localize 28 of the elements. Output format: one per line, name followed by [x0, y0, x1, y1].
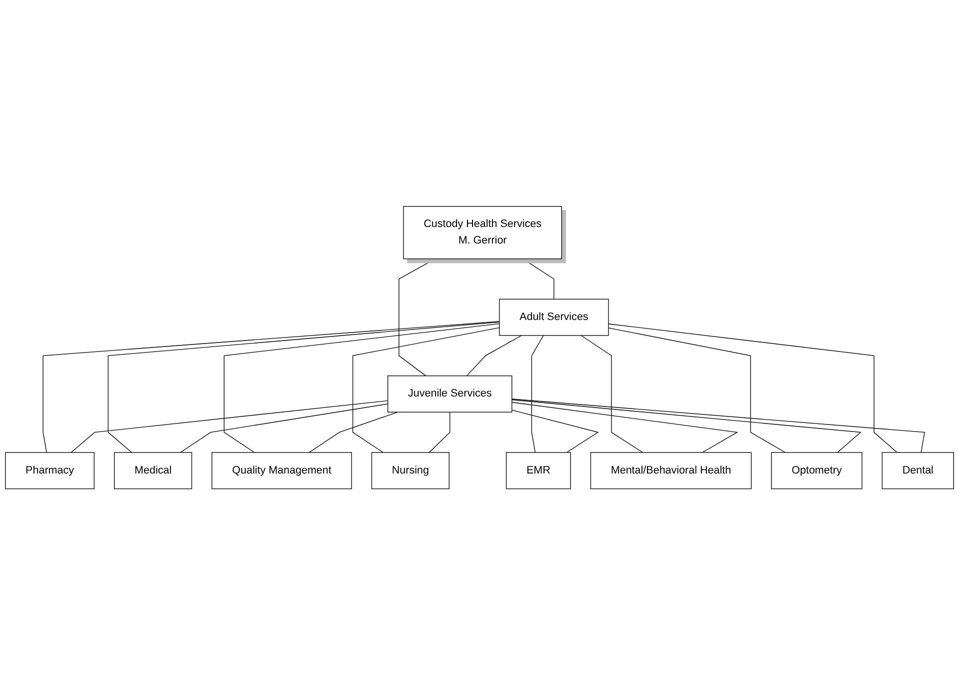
connector — [398, 258, 436, 377]
node-box: Mental/Behavioral Health — [590, 452, 752, 490]
connector — [466, 336, 522, 377]
node-box: EMR — [506, 452, 571, 490]
connector — [608, 328, 786, 454]
connector — [70, 400, 388, 454]
node-box: Quality Management — [212, 452, 352, 490]
node-box: Optometry — [771, 452, 862, 490]
connector — [531, 336, 544, 454]
connector — [512, 402, 738, 454]
connector — [308, 412, 398, 454]
node-box: Nursing — [371, 452, 450, 490]
node-box: Custody Health Services M. Gerrior — [403, 206, 562, 260]
connector — [580, 336, 644, 454]
connector — [608, 324, 898, 454]
connector — [522, 258, 554, 300]
node-box: Juvenile Services — [388, 376, 512, 413]
node-box: Dental — [882, 452, 954, 490]
connector — [180, 404, 388, 454]
node-box: Pharmacy — [5, 452, 94, 490]
connector — [512, 399, 925, 454]
connector — [512, 400, 862, 454]
node-box: Adult Services — [499, 299, 609, 336]
connector — [352, 328, 500, 454]
connector — [224, 324, 500, 454]
connector — [512, 410, 599, 454]
node-box: Medical — [114, 452, 192, 490]
connector — [428, 412, 450, 454]
